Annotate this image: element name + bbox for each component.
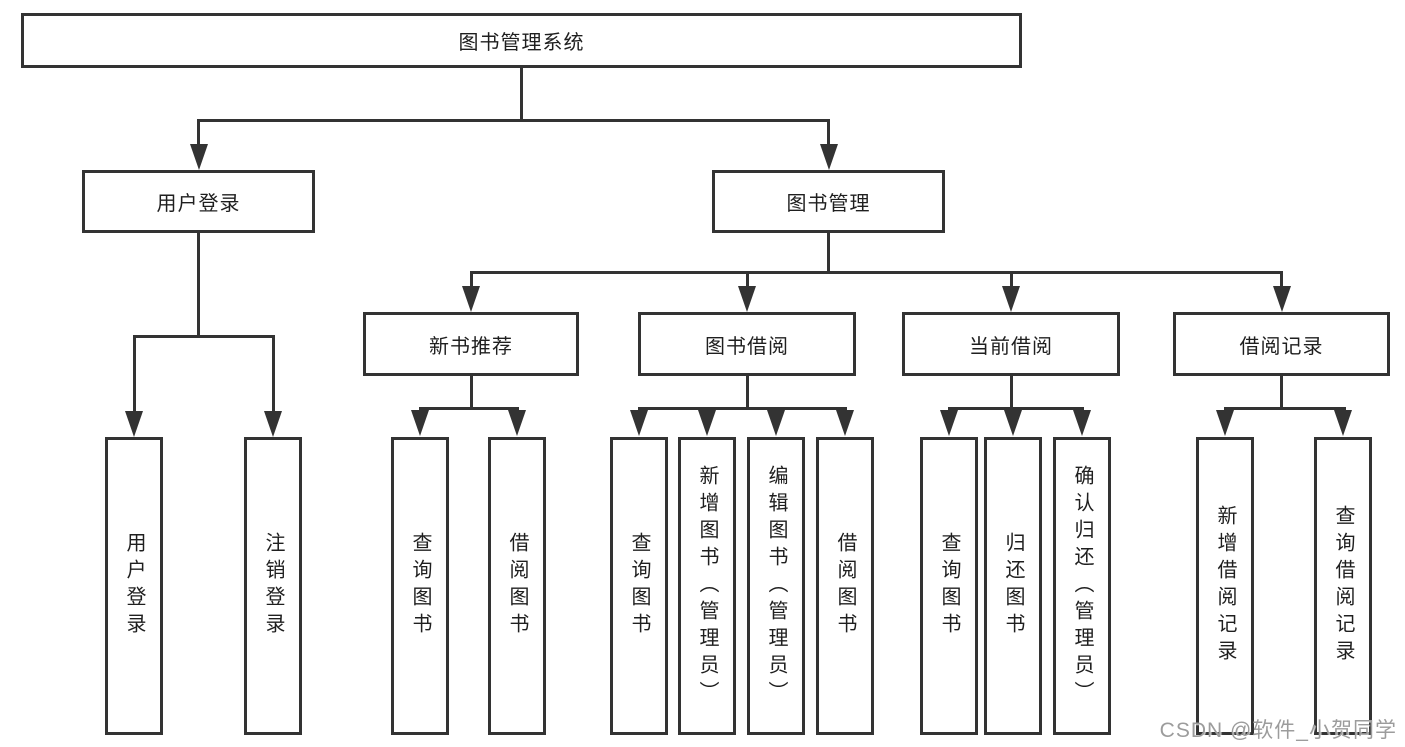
- leaf-query-books-recommend: 查询图书: [391, 437, 449, 735]
- node-current-borrowing-label: 当前借阅: [969, 335, 1053, 358]
- leaf-add-book-admin-label: 新增图书（管理员）: [696, 464, 718, 708]
- arrow-down-icon: [940, 410, 958, 436]
- leaf-return-books: 归还图书: [984, 437, 1042, 735]
- leaf-query-books-current: 查询图书: [920, 437, 978, 735]
- connector-line: [197, 119, 200, 149]
- watermark: CSDN @软件_小贺同学: [1159, 719, 1397, 742]
- connector-line: [1010, 376, 1013, 410]
- leaf-user-login: 用户登录: [105, 437, 163, 735]
- node-new-book-recommendation: 新书推荐: [363, 312, 579, 376]
- connector-line: [197, 119, 830, 122]
- arrow-down-icon: [1073, 410, 1091, 436]
- leaf-query-borrow-record: 查询借阅记录: [1314, 437, 1372, 735]
- leaf-query-books-borrowing-label: 查询图书: [628, 532, 650, 640]
- connector-line: [827, 233, 830, 274]
- arrow-down-icon: [190, 144, 208, 170]
- node-user-login: 用户登录: [82, 170, 315, 233]
- leaf-query-books-recommend-label: 查询图书: [409, 532, 431, 640]
- node-book-borrowing-label: 图书借阅: [705, 335, 789, 358]
- node-borrowing-records-label: 借阅记录: [1239, 335, 1324, 358]
- connector-line: [1280, 376, 1283, 410]
- arrow-down-icon: [738, 286, 756, 312]
- connector-line: [520, 68, 523, 122]
- connector-line: [419, 407, 519, 410]
- leaf-return-books-label: 归还图书: [1002, 532, 1024, 640]
- connector-line: [638, 407, 847, 410]
- leaf-borrow-books-borrowing-label: 借阅图书: [834, 532, 856, 640]
- leaf-user-login-label: 用户登录: [123, 532, 145, 640]
- arrow-down-icon: [125, 411, 143, 437]
- arrow-down-icon: [698, 410, 716, 436]
- connector-line: [1280, 271, 1283, 291]
- arrow-down-icon: [836, 410, 854, 436]
- connector-line: [1224, 407, 1346, 410]
- arrow-down-icon: [1004, 410, 1022, 436]
- node-root-label: 图书管理系统: [458, 32, 585, 54]
- leaf-query-books-borrowing: 查询图书: [610, 437, 668, 735]
- leaf-logout-label: 注销登录: [262, 532, 284, 640]
- arrow-down-icon: [1002, 286, 1020, 312]
- node-new-book-recommendation-label: 新书推荐: [429, 335, 513, 358]
- connector-line: [133, 335, 136, 415]
- arrow-down-icon: [411, 410, 429, 436]
- arrow-down-icon: [1216, 410, 1234, 436]
- arrow-down-icon: [1273, 286, 1291, 312]
- leaf-borrow-books-recommend-label: 借阅图书: [506, 532, 528, 640]
- leaf-add-borrow-record: 新增借阅记录: [1196, 437, 1254, 735]
- leaf-confirm-return-admin: 确认归还（管理员）: [1053, 437, 1111, 735]
- node-root: 图书管理系统: [21, 13, 1022, 68]
- arrow-down-icon: [1334, 410, 1352, 436]
- connector-line: [470, 271, 473, 291]
- leaf-borrow-books-recommend: 借阅图书: [488, 437, 546, 735]
- connector-line: [746, 376, 749, 410]
- leaf-edit-book-admin: 编辑图书（管理员）: [747, 437, 805, 735]
- node-user-login-label: 用户登录: [156, 193, 241, 215]
- leaf-edit-book-admin-label: 编辑图书（管理员）: [765, 464, 787, 708]
- node-book-management: 图书管理: [712, 170, 945, 233]
- node-book-management-label: 图书管理: [786, 193, 871, 215]
- arrow-down-icon: [462, 286, 480, 312]
- connector-line: [470, 271, 1283, 274]
- leaf-query-borrow-record-label: 查询借阅记录: [1332, 505, 1354, 667]
- leaf-logout: 注销登录: [244, 437, 302, 735]
- leaf-borrow-books-borrowing: 借阅图书: [816, 437, 874, 735]
- node-borrowing-records: 借阅记录: [1173, 312, 1390, 376]
- connector-line: [470, 376, 473, 410]
- leaf-confirm-return-admin-label: 确认归还（管理员）: [1071, 464, 1093, 708]
- arrow-down-icon: [508, 410, 526, 436]
- arrow-down-icon: [630, 410, 648, 436]
- connector-line: [1010, 271, 1013, 291]
- connector-line: [197, 233, 200, 338]
- arrow-down-icon: [264, 411, 282, 437]
- node-current-borrowing: 当前借阅: [902, 312, 1120, 376]
- connector-line: [827, 119, 830, 149]
- node-book-borrowing: 图书借阅: [638, 312, 856, 376]
- connector-line: [746, 271, 749, 291]
- connector-line: [272, 335, 275, 415]
- arrow-down-icon: [767, 410, 785, 436]
- leaf-add-book-admin: 新增图书（管理员）: [678, 437, 736, 735]
- leaf-query-books-current-label: 查询图书: [938, 532, 960, 640]
- arrow-down-icon: [820, 144, 838, 170]
- connector-line: [133, 335, 275, 338]
- leaf-add-borrow-record-label: 新增借阅记录: [1214, 505, 1236, 667]
- connector-line: [948, 407, 1084, 410]
